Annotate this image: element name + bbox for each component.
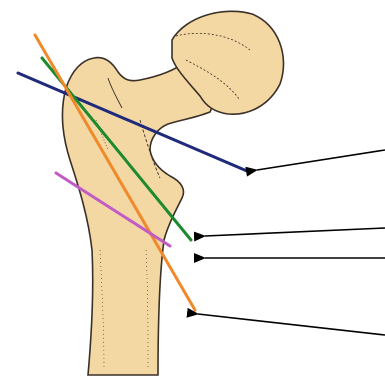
femur-outline — [63, 58, 212, 375]
arrow-to-green-line — [205, 228, 385, 236]
arrow-to-blue-line — [257, 150, 385, 170]
arrow-to-orange-line — [198, 314, 385, 335]
